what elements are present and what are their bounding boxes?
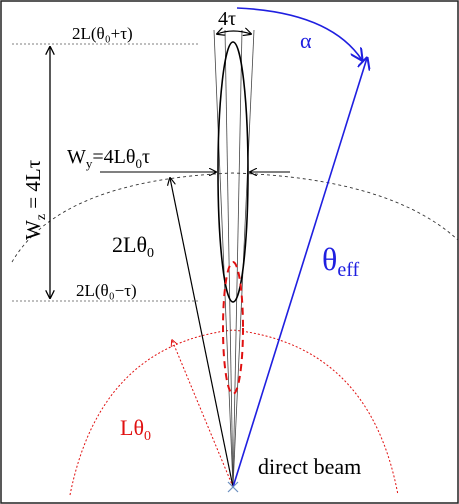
two-l-theta-label: 2Lθ0 (112, 232, 154, 261)
two-l-theta-radius-arrow (170, 178, 234, 488)
large-dashed-arc (11, 172, 459, 263)
ray-left-inner (224, 29, 234, 488)
ray-right-inner (232, 29, 243, 488)
four-tau-angle-arrow (217, 31, 251, 34)
l-theta-radius-arrow (172, 340, 234, 488)
top-width-label: 2L(θ₀+τ) (72, 24, 133, 43)
theta-eff-label: θeff (322, 241, 360, 281)
wz-label: Wz = 4Lτ (21, 160, 49, 240)
alpha-arc-arrow (236, 7, 362, 60)
footprint-ellipse (217, 41, 249, 303)
direct-beam-label: direct beam (258, 454, 361, 479)
bottom-width-label: 2L(θ₀−τ) (76, 281, 137, 300)
l-theta-label: Lθ0 (120, 415, 151, 444)
wy-label: Wy=4Lθ0τ (67, 146, 150, 171)
theta-eff-arrow (232, 58, 367, 488)
red-dashed-ellipse (222, 261, 244, 395)
direct-beam-marker-cross (227, 481, 239, 493)
alpha-label: α (300, 28, 312, 53)
ray-left-outer (213, 29, 234, 488)
four-tau-label: 4τ (218, 8, 236, 30)
